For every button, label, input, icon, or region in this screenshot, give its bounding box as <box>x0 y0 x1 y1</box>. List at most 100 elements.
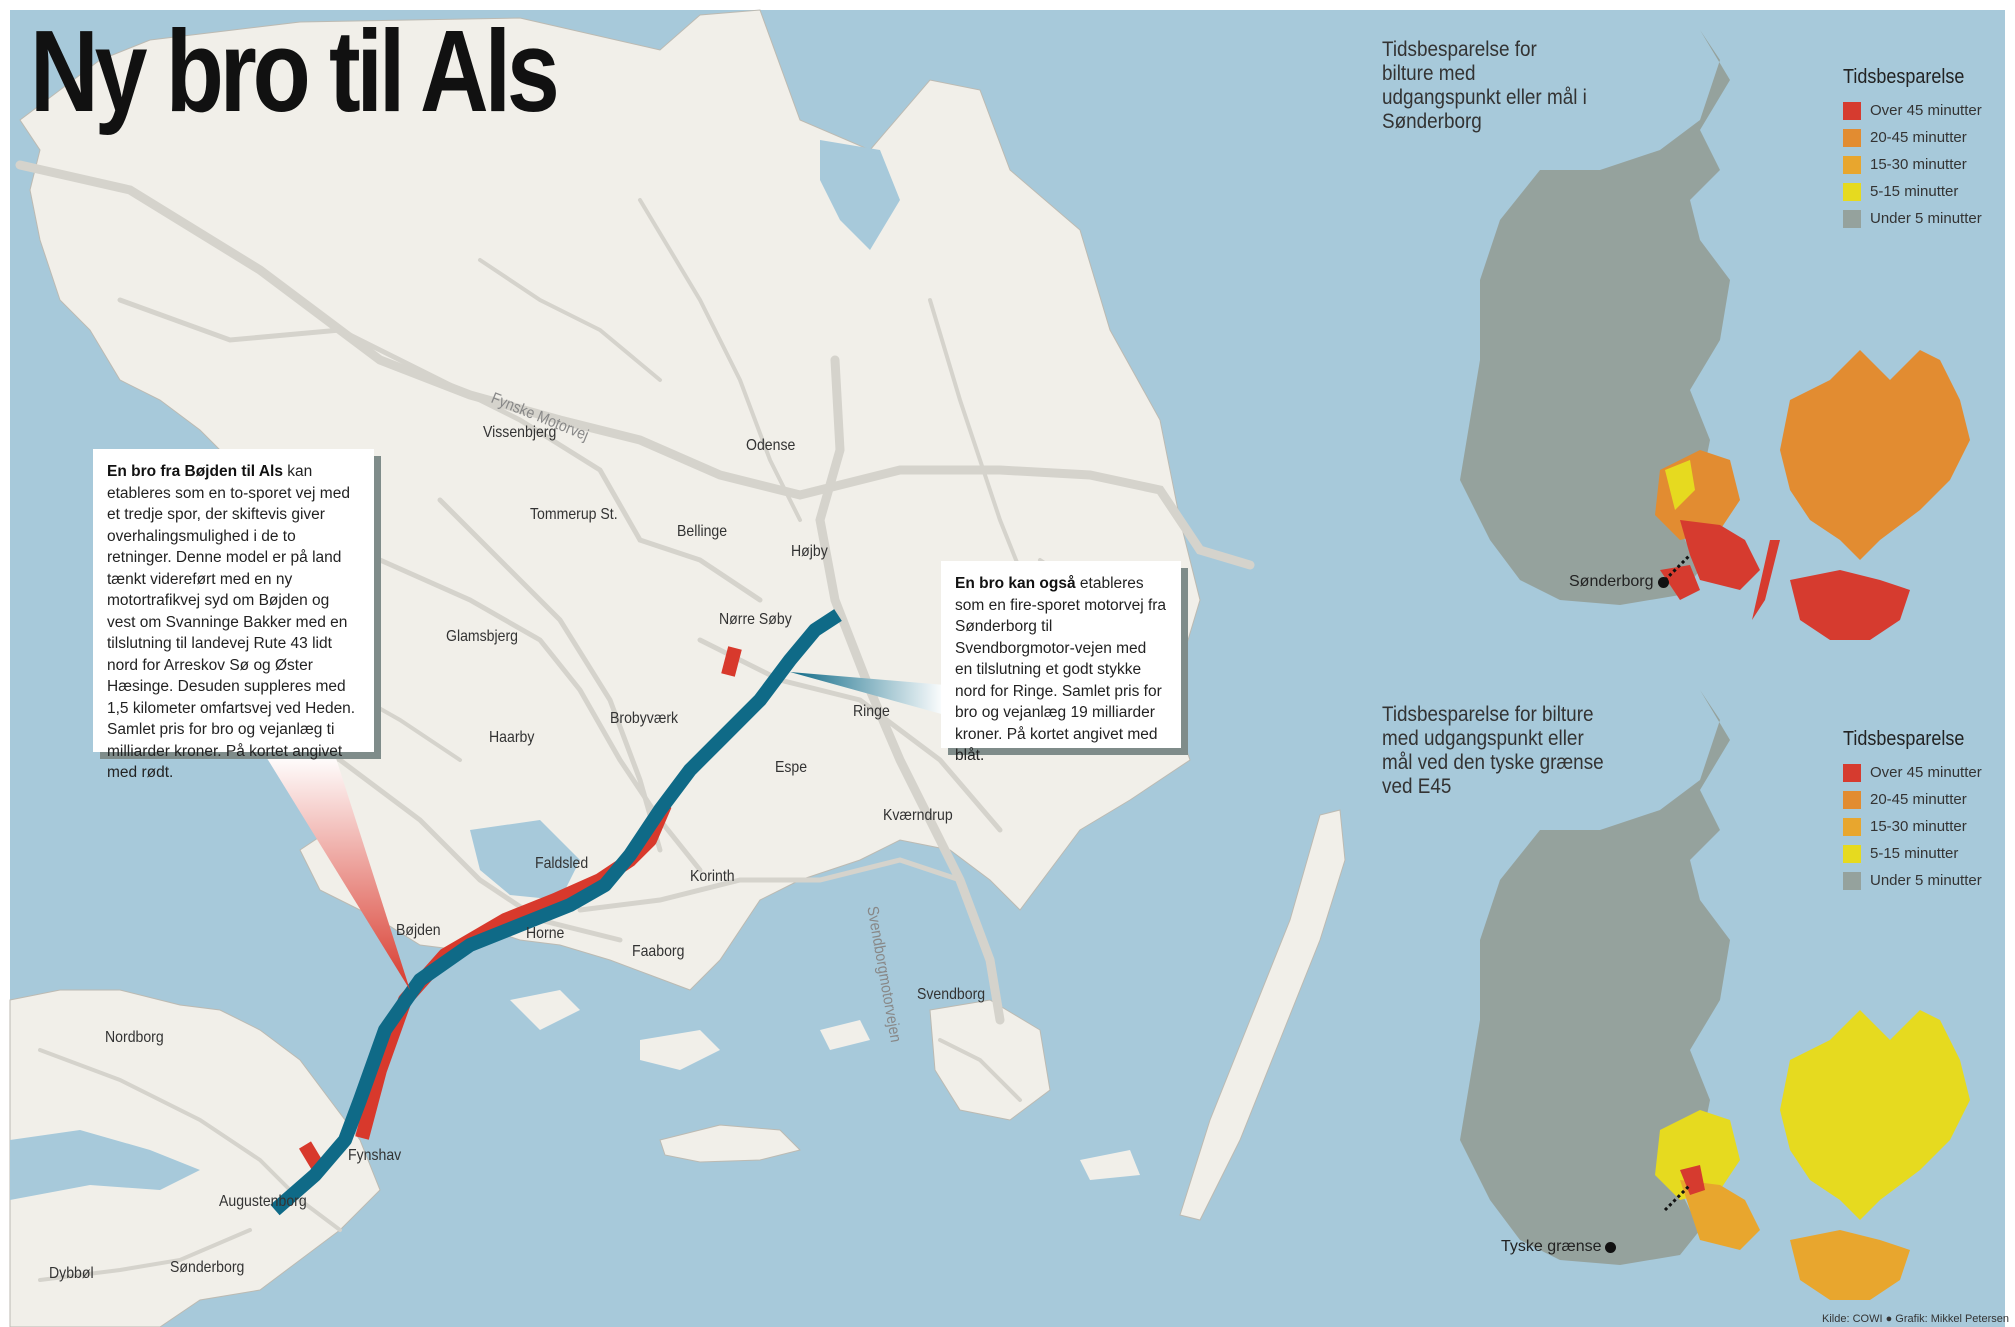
island-small-2 <box>1080 1150 1140 1180</box>
callout-red-text: kan etableres som en to-sporet vej med e… <box>107 463 356 781</box>
place-ringe: Ringe <box>853 703 890 720</box>
location-dot-icon <box>1657 576 1669 588</box>
place-brobyvaerk: Brobyværk <box>610 710 679 727</box>
bay-faaborg <box>470 820 580 900</box>
route-red-norre-soby <box>721 646 742 677</box>
road-minor-13 <box>38 1228 252 1282</box>
place-bellinge: Bellinge <box>677 523 728 540</box>
pointer-blue <box>790 672 945 715</box>
place-svendborg: Svendborg <box>917 986 986 1003</box>
panel2-legend-item: Under 5 minutter <box>1843 867 1982 894</box>
road-minor-12 <box>38 1048 342 1232</box>
place-bojden: Bøjden <box>396 922 441 939</box>
island-avernako <box>640 1030 720 1070</box>
legend-label: Under 5 minutter <box>1870 872 1982 889</box>
road-minor-3 <box>437 497 663 853</box>
place-nordborg: Nordborg <box>105 1029 164 1046</box>
legend-label: 20-45 minutter <box>1870 791 1967 808</box>
fyn-2 <box>1655 1110 1740 1200</box>
callout-blue-route: En bro kan også etableres som en fire-sp… <box>941 561 1181 764</box>
bay-odense-fjord <box>820 140 900 250</box>
legend-label: 15-30 minutter <box>1870 156 1967 173</box>
panel1-title: Tidsbesparelse for bilture med udgangspu… <box>1382 38 1587 133</box>
fyn-1-west <box>1665 460 1695 510</box>
credit-line: Kilde: COWI ● Grafik: Mikkel Petersen <box>1822 1313 2009 1325</box>
place-horne: Horne <box>526 925 565 942</box>
legend-swatch <box>1843 101 1861 120</box>
road-minor-5 <box>247 717 623 943</box>
legend-label: 20-45 minutter <box>1870 129 1967 146</box>
legend-label: 5-15 minutter <box>1870 845 1959 862</box>
legend-label: Under 5 minutter <box>1870 210 1982 227</box>
road-minor-4 <box>697 637 1003 833</box>
road-minor-6 <box>577 857 963 913</box>
panel2-legend-item: 5-15 minutter <box>1843 840 1982 867</box>
place-faldsled: Faldsled <box>535 855 589 872</box>
fyn-1-south <box>1680 520 1760 590</box>
place-kvaerndrup: Kværndrup <box>883 807 953 824</box>
place-fynshav: Fynshav <box>348 1147 402 1164</box>
road-svendborgmotorvejen <box>815 355 1005 1025</box>
place-dybbol: Dybbøl <box>49 1265 94 1282</box>
island-langeland <box>1179 809 1346 1221</box>
island-fyn <box>19 9 1201 991</box>
legend-swatch <box>1843 844 1861 863</box>
place-glamsbjerg: Glamsbjerg <box>446 628 518 645</box>
legend-swatch <box>1843 871 1861 890</box>
place-faaborg: Faaborg <box>632 943 685 960</box>
place-odense: Odense <box>746 437 796 454</box>
page-title: Ny bro til Als <box>30 6 560 136</box>
place-espe: Espe <box>775 759 808 776</box>
panel1-legend-item: Over 45 minutter <box>1843 97 1982 124</box>
callout-blue-lead: En bro kan også <box>955 575 1076 592</box>
panel1-marker: Sønderborg <box>1569 573 1669 591</box>
langeland-1 <box>1752 540 1780 620</box>
road-fynske-motorvej <box>15 160 1255 570</box>
legend-label: 15-30 minutter <box>1870 818 1967 835</box>
legend-swatch <box>1843 155 1861 174</box>
place-tommerup: Tommerup St. <box>530 506 618 523</box>
place-sonderborg: Sønderborg <box>170 1259 245 1276</box>
zealand-1 <box>1780 350 1970 560</box>
callout-red-route: En bro fra Bøjden til Als kan etableres … <box>93 449 374 781</box>
legend-swatch <box>1843 209 1861 228</box>
zealand-2 <box>1780 1010 1970 1220</box>
road-minor-14 <box>938 1038 1022 1102</box>
panel1-legend-item: 5-15 minutter <box>1843 178 1982 205</box>
legend-label: Over 45 minutter <box>1870 102 1982 119</box>
panel2-marker-label: Tyske grænse <box>1501 1238 1602 1255</box>
jutland-1 <box>1460 30 1730 605</box>
denmark-map-1 <box>1460 30 1970 640</box>
legend-swatch <box>1843 817 1861 836</box>
panel1-legend: Tidsbesparelse Over 45 minutter 20-45 mi… <box>1843 66 1982 232</box>
road-minor-10 <box>478 258 662 382</box>
location-dot-icon <box>1605 1241 1617 1253</box>
island-aero <box>659 1124 801 1163</box>
lolland-2 <box>1790 1230 1910 1300</box>
place-hojby: Højby <box>791 543 828 560</box>
route-blue <box>270 609 842 1216</box>
bay-als-fjord <box>10 1130 200 1200</box>
panel2-legend: Tidsbesparelse Over 45 minutter 20-45 mi… <box>1843 728 1982 894</box>
legend-swatch <box>1843 763 1861 782</box>
legend-swatch <box>1843 128 1861 147</box>
legend-swatch <box>1843 182 1861 201</box>
callout-blue-text: etableres som en fire-sporet motorvej fr… <box>955 575 1167 764</box>
panel1-legend-item: Under 5 minutter <box>1843 205 1982 232</box>
place-vissenbjerg: Vissenbjerg <box>483 424 557 441</box>
panel2-legend-item: 15-30 minutter <box>1843 813 1982 840</box>
pointer-red <box>265 755 410 990</box>
denmark-map-2 <box>1460 690 1970 1300</box>
road-minor-7 <box>638 198 802 522</box>
panel1-legend-item: 15-30 minutter <box>1843 151 1982 178</box>
panel2-legend-item: 20-45 minutter <box>1843 786 1982 813</box>
panel1-legend-title: Tidsbesparelse <box>1843 66 1965 88</box>
panel1-marker-label: Sønderborg <box>1569 573 1654 590</box>
panel2-legend-title: Tidsbesparelse <box>1843 728 1965 750</box>
place-norre-soby: Nørre Søby <box>719 611 792 628</box>
panel2-title: Tidsbesparelse for bilture med udgangspu… <box>1382 703 1604 798</box>
island-small-1 <box>820 1020 870 1050</box>
